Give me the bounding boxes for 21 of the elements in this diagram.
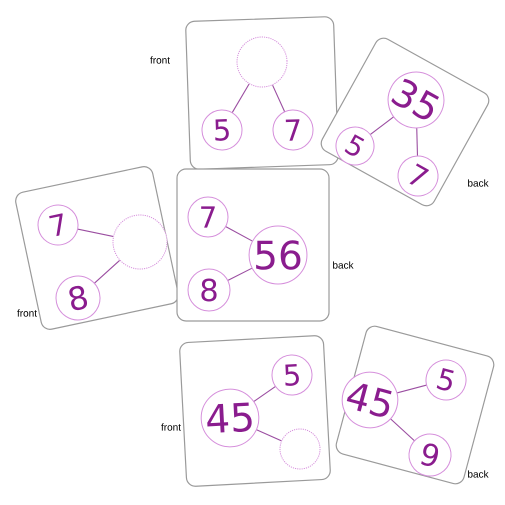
- connector-line: [78, 228, 114, 237]
- connector-line: [256, 429, 282, 442]
- side-label: back: [468, 470, 489, 478]
- connector-line: [228, 268, 252, 281]
- connector-line: [232, 84, 250, 113]
- side-label: back: [333, 261, 354, 269]
- connector-line: [397, 384, 426, 394]
- connector-line: [390, 418, 415, 441]
- connector-line: [370, 116, 394, 135]
- empty-circle: [280, 428, 320, 470]
- connector-line: [272, 84, 285, 112]
- connector-line: [226, 226, 252, 242]
- side-label: front: [150, 56, 170, 64]
- connector-line: [416, 128, 418, 156]
- connector-line: [94, 260, 120, 284]
- side-label: front: [161, 423, 181, 431]
- connector-line: [254, 386, 276, 402]
- empty-circle: [112, 214, 168, 270]
- side-label: back: [468, 179, 489, 187]
- empty-circle: [236, 36, 288, 88]
- side-label: front: [17, 309, 37, 317]
